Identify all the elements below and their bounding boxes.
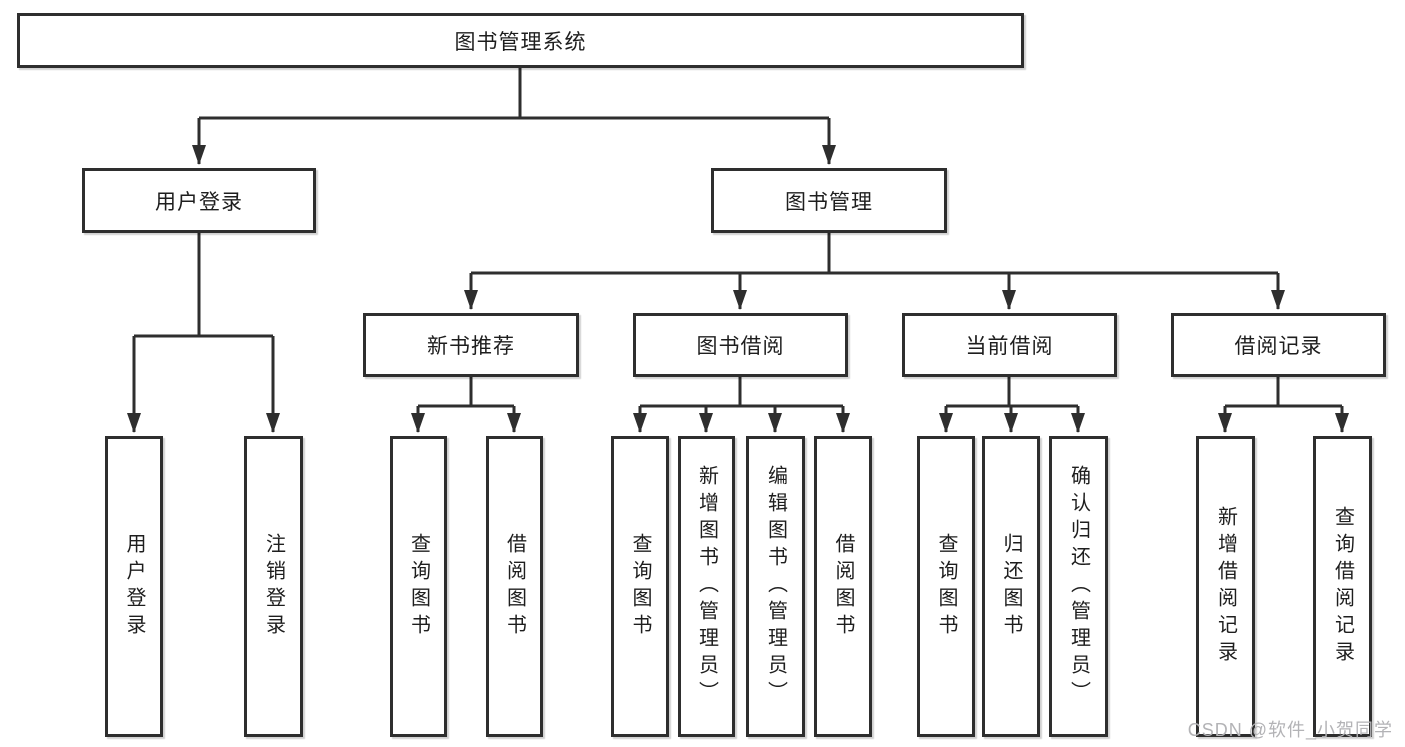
node-new-book-recommend: 新书推荐 — [363, 313, 579, 377]
node-label: 借阅记录 — [1234, 335, 1323, 358]
node-label: 查询图书 — [407, 532, 430, 641]
node-label: 注销登录 — [262, 532, 285, 641]
leaf-query-borrow-record: 查询借阅记录 — [1313, 436, 1372, 737]
node-label: 查询图书 — [935, 532, 957, 641]
node-label: 用户登录 — [123, 532, 145, 641]
node-label: 编辑图书（管理员） — [764, 465, 787, 708]
leaf-add-books-admin: 新增图书（管理员） — [678, 436, 735, 737]
node-book-borrowing: 图书借阅 — [633, 313, 848, 377]
leaf-confirm-return-admin: 确认归还（管理员） — [1049, 436, 1108, 737]
leaf-return-books: 归还图书 — [982, 436, 1040, 737]
leaf-borrow-books: 借阅图书 — [814, 436, 872, 737]
node-label: 新书推荐 — [427, 335, 515, 358]
leaf-add-borrow-record: 新增借阅记录 — [1196, 436, 1255, 737]
leaf-edit-books-admin: 编辑图书（管理员） — [746, 436, 805, 737]
leaf-user-login: 用户登录 — [105, 436, 163, 737]
node-book-management: 图书管理 — [711, 168, 947, 233]
node-label: 确认归还（管理员） — [1067, 465, 1090, 708]
node-label: 当前借阅 — [965, 335, 1054, 358]
leaf-newbook-borrow-books: 借阅图书 — [486, 436, 543, 737]
node-user-login: 用户登录 — [82, 168, 316, 233]
node-label: 新增图书（管理员） — [695, 465, 718, 708]
node-label: 查询图书 — [629, 532, 651, 641]
node-current-borrowing: 当前借阅 — [902, 313, 1117, 377]
node-label: 图书管理系统 — [454, 30, 587, 54]
node-label: 图书管理 — [785, 190, 873, 214]
leaf-borrowing-query-books: 查询图书 — [611, 436, 669, 737]
node-label: 借阅图书 — [503, 532, 526, 641]
node-label: 新增借阅记录 — [1214, 505, 1237, 668]
node-label: 查询借阅记录 — [1331, 505, 1354, 668]
node-borrowing-records: 借阅记录 — [1171, 313, 1386, 377]
node-label: 归还图书 — [1000, 532, 1022, 641]
node-label: 借阅图书 — [832, 532, 854, 641]
watermark: CSDN @软件_小贺同学 — [1187, 720, 1393, 740]
node-label: 用户登录 — [155, 190, 243, 214]
leaf-logout: 注销登录 — [244, 436, 303, 737]
leaf-current-query-books: 查询图书 — [917, 436, 975, 737]
node-library-system: 图书管理系统 — [17, 13, 1024, 68]
leaf-newbook-query-books: 查询图书 — [390, 436, 447, 737]
node-label: 图书借阅 — [696, 335, 785, 358]
